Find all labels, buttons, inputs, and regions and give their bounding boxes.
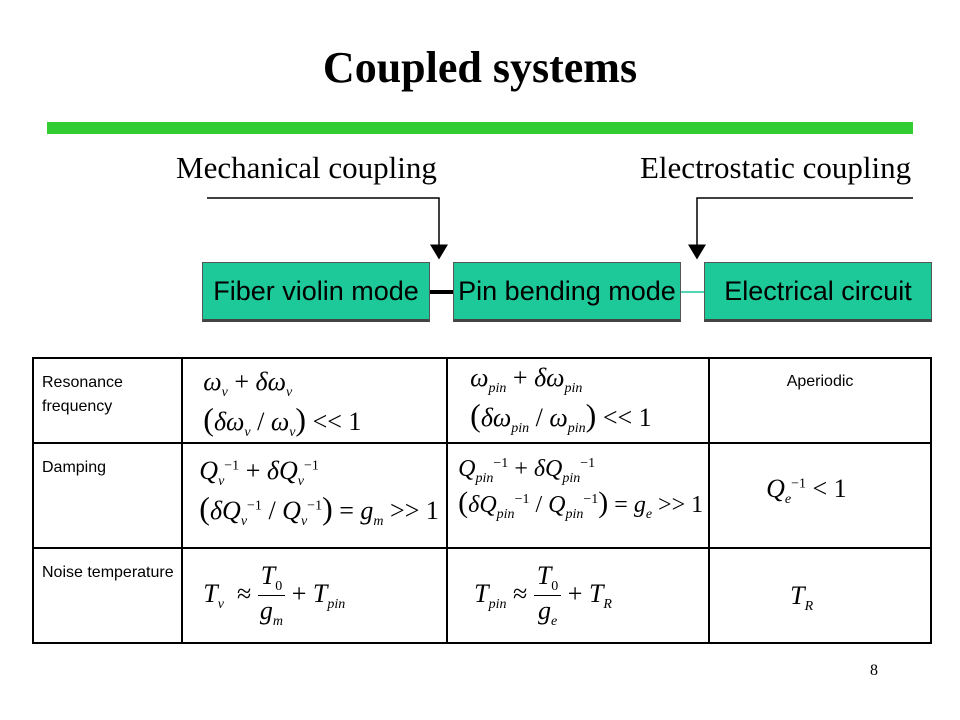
violin-resonance-formula: ων + δων (δων / ων) << 1 [181, 357, 449, 444]
table-row-resonance: Resonance frequency ων + δων (δων / ων) … [31, 357, 932, 444]
electrical-damping-formula: Qe−1 < 1 [708, 441, 932, 549]
table-row-damping: Damping Qν−1 + δQν−1 (δQν−1 / Qν−1) = gm… [31, 441, 932, 549]
pin-bending-mode-box: Pin bending mode [453, 262, 681, 322]
title-underline-bar [47, 122, 913, 134]
electrical-resonance-aperiodic: Aperiodic [708, 357, 932, 444]
row-label-resonance: Resonance frequency [31, 357, 184, 444]
violin-damping-formula: Qν−1 + δQν−1 (δQν−1 / Qν−1) = gm >> 1 [181, 441, 449, 549]
electrostatic-coupling-arrow [688, 197, 913, 260]
page-number: 8 [870, 662, 878, 679]
fiber-violin-mode-box: Fiber violin mode [202, 262, 430, 322]
row-label-damping: Damping [31, 441, 184, 549]
electrical-circuit-box: Electrical circuit [704, 262, 932, 322]
mechanical-coupling-arrow [207, 197, 448, 260]
properties-table: Resonance frequency ων + δων (δων / ων) … [31, 357, 932, 644]
mechanical-coupling-label: Mechanical coupling [176, 150, 437, 185]
row-label-noise: Noise temperature [31, 546, 184, 644]
slide-title: Coupled systems [322, 43, 638, 92]
pin-resonance-formula: ωpin + δωpin (δωpin / ωpin) << 1 [446, 357, 711, 444]
pin-damping-formula: Qpin−1 + δQpin−1 (δQpin−1 / Qpin−1) = ge… [446, 441, 711, 549]
electrical-noise-formula: TR [708, 546, 932, 644]
electrostatic-coupling-label: Electrostatic coupling [640, 150, 912, 185]
